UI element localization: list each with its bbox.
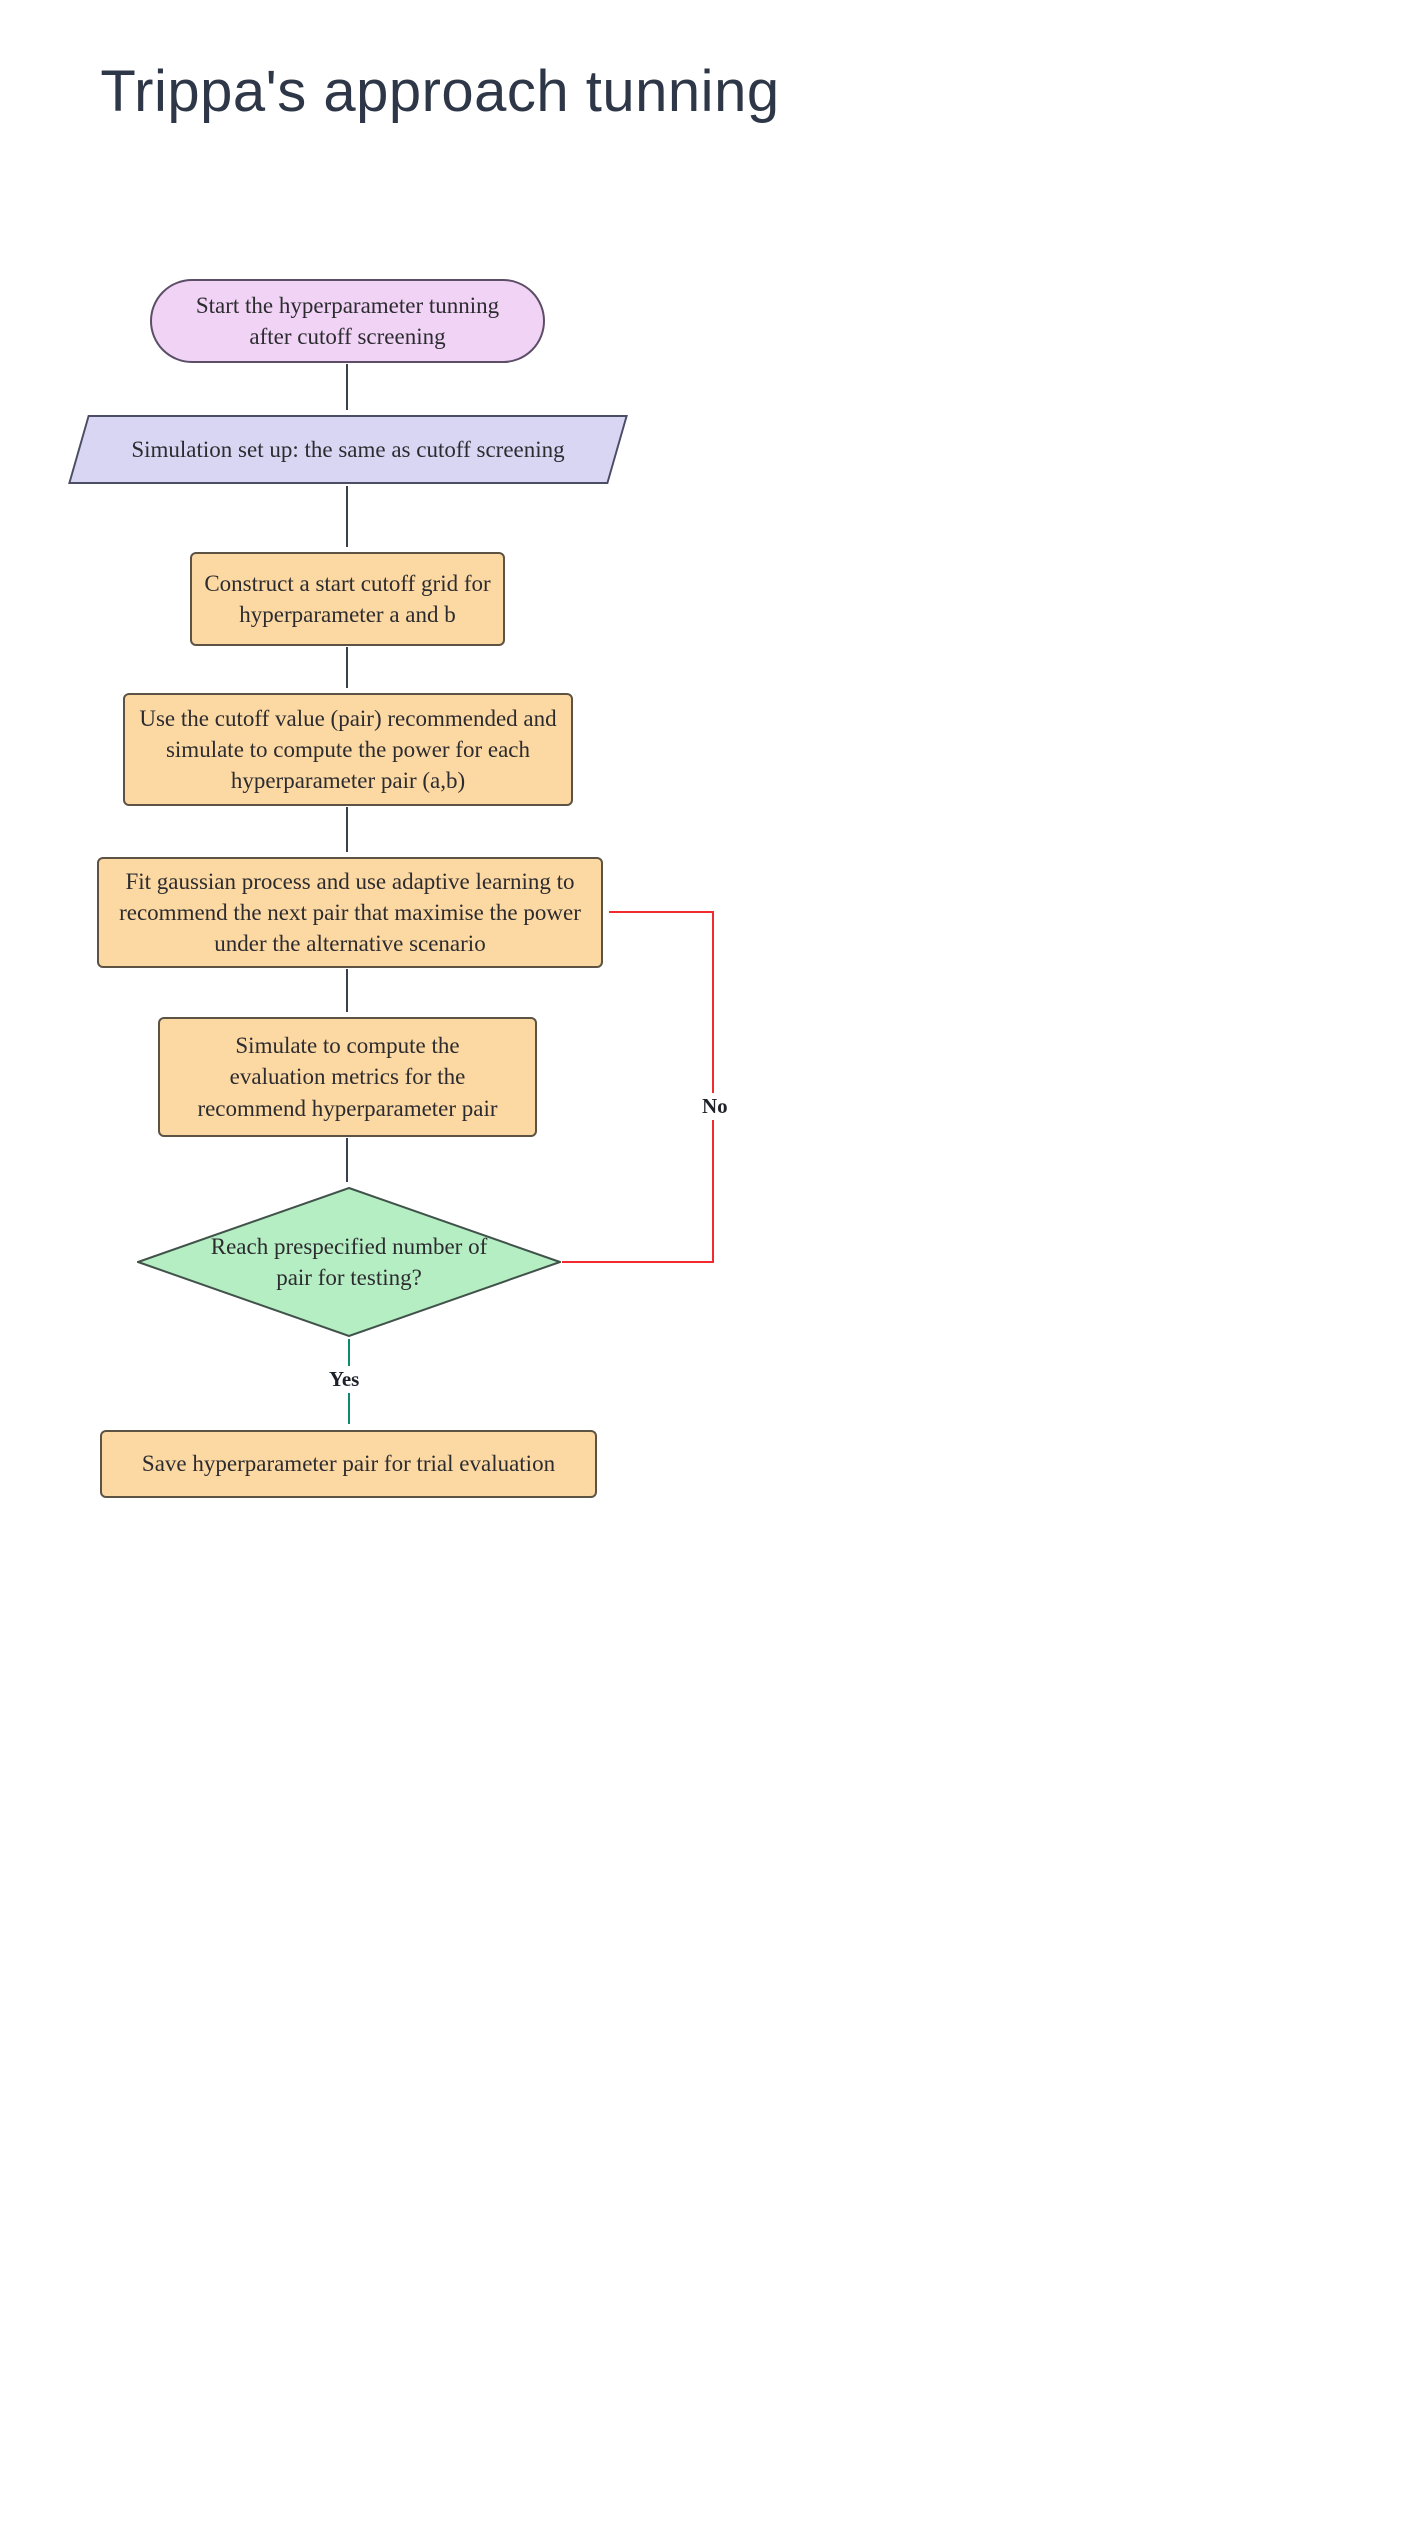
start-node: Start the hyperparameter tunning after c… bbox=[150, 279, 545, 363]
diamond-shape bbox=[137, 1187, 561, 1337]
diagram-title: Trippa's approach tunning bbox=[100, 59, 780, 124]
no-label: No bbox=[698, 1093, 732, 1120]
simulate-power-label: Use the cutoff value (pair) recommended … bbox=[139, 705, 557, 794]
setup-node-label: Simulation set up: the same as cutoff sc… bbox=[131, 436, 565, 462]
save-node-label: Save hyperparameter pair for trial evalu… bbox=[141, 1451, 556, 1477]
save-node: Save hyperparameter pair for trial evalu… bbox=[100, 1430, 597, 1498]
start-node-label: Start the hyperparameter tunning after c… bbox=[195, 292, 500, 349]
setup-node: Simulation set up: the same as cutoff sc… bbox=[68, 415, 628, 484]
construct-grid-node: Construct a start cutoff grid for hyperp… bbox=[190, 552, 505, 646]
simulate-metrics-label: Simulate to compute the evaluation metri… bbox=[197, 1033, 498, 1121]
decision-node: Reach prespecified number of pair for te… bbox=[137, 1187, 561, 1337]
fit-gaussian-process-node: Fit gaussian process and use adaptive le… bbox=[97, 857, 603, 968]
construct-grid-label: Construct a start cutoff grid for hyperp… bbox=[204, 570, 491, 627]
yes-label: Yes bbox=[325, 1366, 364, 1393]
fit-gaussian-process-label: Fit gaussian process and use adaptive le… bbox=[119, 868, 581, 957]
decision-label: Reach prespecified number of pair for te… bbox=[210, 1233, 488, 1290]
simulate-power-node: Use the cutoff value (pair) recommended … bbox=[123, 693, 573, 806]
simulate-metrics-node: Simulate to compute the evaluation metri… bbox=[158, 1017, 537, 1137]
